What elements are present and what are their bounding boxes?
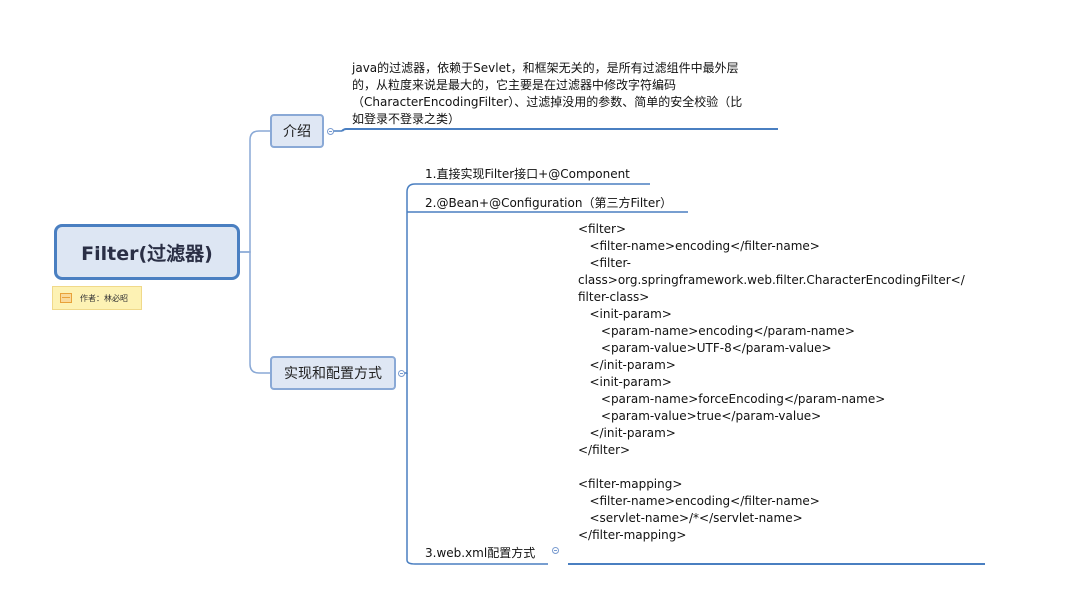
author-note: 作者：林必昭 bbox=[52, 286, 142, 310]
note-icon bbox=[60, 293, 72, 303]
code-line: <init-param> bbox=[578, 375, 672, 389]
intro-description: java的过滤器，依赖于Sevlet，和框架无关的，是所有过滤组件中最外层 的，… bbox=[352, 60, 742, 128]
connector-impl-item3 bbox=[406, 373, 548, 565]
intro-line: 的，从粒度来说是最大的，它主要是在过滤器中修改字符编码 bbox=[352, 78, 677, 92]
web-xml-code-block: <filter> <filter-name>encoding</filter-n… bbox=[578, 221, 965, 544]
topic-intro[interactable]: 介绍 bbox=[270, 114, 324, 148]
code-line: filter-class> bbox=[578, 290, 650, 304]
code-line: <param-value>UTF-8</param-value> bbox=[578, 341, 832, 355]
code-line: class>org.springframework.web.filter.Cha… bbox=[578, 273, 965, 287]
code-line: <param-name>encoding</param-name> bbox=[578, 324, 855, 338]
code-line: <filter-name>encoding</filter-name> bbox=[578, 494, 820, 508]
code-line: <filter-name>encoding</filter-name> bbox=[578, 239, 820, 253]
code-line: <init-param> bbox=[578, 307, 672, 321]
code-line: </init-param> bbox=[578, 358, 676, 372]
author-label: 作者：林必昭 bbox=[80, 293, 128, 303]
collapse-icon[interactable] bbox=[552, 547, 559, 554]
collapse-icon[interactable] bbox=[327, 128, 334, 135]
connector-impl-item1 bbox=[402, 183, 650, 374]
connector-root-intro bbox=[240, 130, 270, 253]
intro-line: 如登录不登录之类） bbox=[352, 112, 461, 126]
code-line: </filter> bbox=[578, 443, 631, 457]
code-line: </filter-mapping> bbox=[578, 528, 687, 542]
collapse-icon[interactable] bbox=[398, 370, 405, 377]
connector-root-impl bbox=[240, 251, 270, 374]
intro-line: （CharacterEncodingFilter）、过滤掉没用的参数、简单的安全… bbox=[352, 95, 743, 109]
code-line: <filter> bbox=[578, 222, 627, 236]
code-line: <param-name>forceEncoding</param-name> bbox=[578, 392, 886, 406]
code-line: <param-value>true</param-value> bbox=[578, 409, 822, 423]
code-line: <filter-mapping> bbox=[578, 477, 683, 491]
intro-line: java的过滤器，依赖于Sevlet，和框架无关的，是所有过滤组件中最外层 bbox=[352, 61, 739, 75]
impl-item-1[interactable]: 1.直接实现Filter接口+@Component bbox=[425, 167, 630, 181]
code-line: <servlet-name>/*</servlet-name> bbox=[578, 511, 803, 525]
impl-item-3[interactable]: 3.web.xml配置方式 bbox=[425, 546, 536, 560]
root-topic[interactable]: Filter(过滤器) bbox=[54, 224, 240, 280]
code-line bbox=[578, 459, 965, 476]
code-line: <filter- bbox=[578, 256, 631, 270]
intro-description-underline bbox=[341, 128, 778, 132]
impl-item-2[interactable]: 2.@Bean+@Configuration（第三方Filter） bbox=[425, 196, 673, 210]
topic-implementation[interactable]: 实现和配置方式 bbox=[270, 356, 396, 390]
code-line: </init-param> bbox=[578, 426, 676, 440]
